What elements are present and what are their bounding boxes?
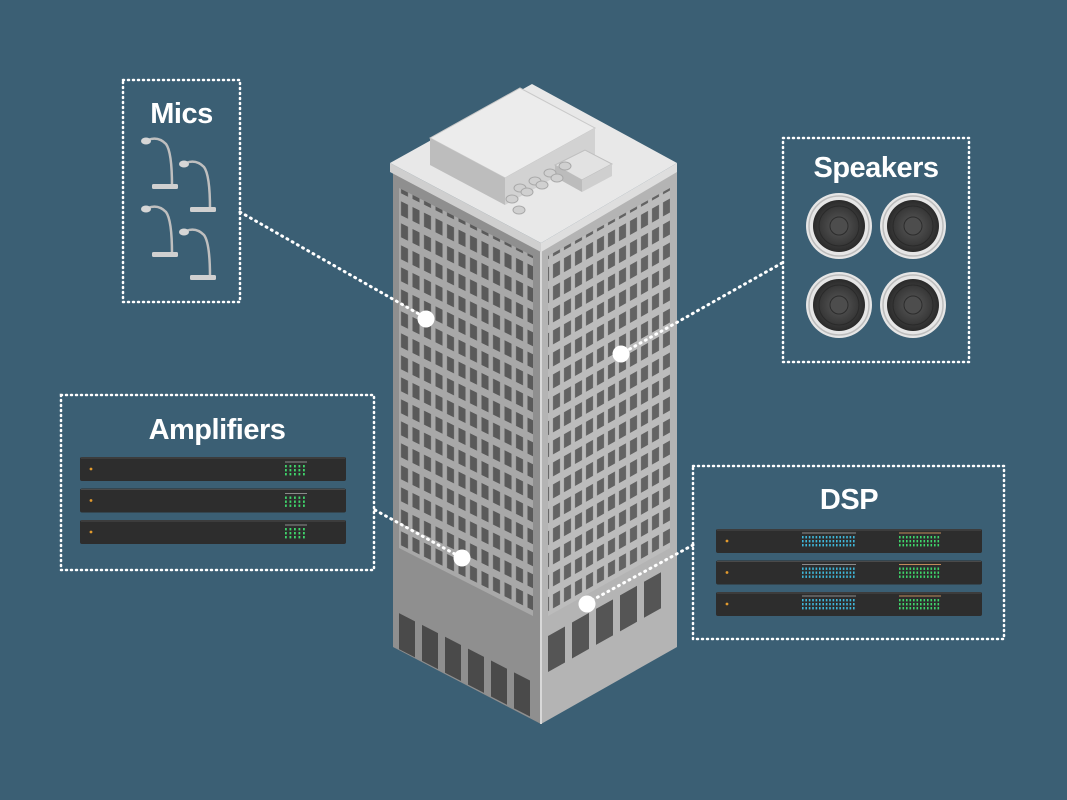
amplifier-rack-icon [80, 520, 346, 544]
dsp-box [691, 464, 1006, 641]
connector-lines [238, 210, 784, 605]
mics-title: Mics [150, 98, 212, 130]
dsp-rack-icon [716, 592, 982, 616]
dsp-rack-icon [716, 529, 982, 553]
amplifier-rack-icon [80, 457, 346, 481]
dsp-title: DSP [820, 484, 878, 516]
connector-dot-speakers [612, 345, 630, 363]
speaker-icon [880, 193, 946, 259]
amplifiers-callout: Amplifiers [59, 393, 376, 572]
connector-dot-mics [417, 310, 435, 328]
speakers-callout: Speakers [781, 136, 971, 364]
connector-mics [238, 210, 428, 320]
connector-amplifiers [373, 508, 464, 560]
microphone-icon [179, 228, 216, 280]
mics-callout: Mics [121, 78, 242, 304]
office-tower-illustration [390, 84, 677, 724]
mics-group [141, 137, 216, 280]
amplifiers-box [59, 393, 376, 572]
connector-dot-dsp [578, 595, 596, 613]
speaker-icon [806, 193, 872, 259]
connector-dots [417, 310, 630, 613]
mics-box [121, 78, 242, 304]
dsp-rack-icon [716, 560, 982, 585]
microphone-icon [141, 137, 178, 189]
dsp-group [716, 529, 982, 616]
amplifiers-group [80, 457, 346, 544]
amplifier-rack-icon [80, 488, 346, 513]
connector-dsp [585, 543, 695, 605]
speakers-title: Speakers [814, 152, 939, 184]
speaker-icon [806, 272, 872, 338]
speaker-icon [880, 272, 946, 338]
amplifiers-title: Amplifiers [149, 414, 286, 446]
microphone-icon [179, 160, 216, 212]
microphone-icon [141, 205, 178, 257]
connector-dot-amplifiers [453, 549, 471, 567]
speakers-group [806, 193, 946, 338]
dsp-callout: DSP [691, 464, 1006, 641]
connector-speakers [619, 261, 784, 356]
